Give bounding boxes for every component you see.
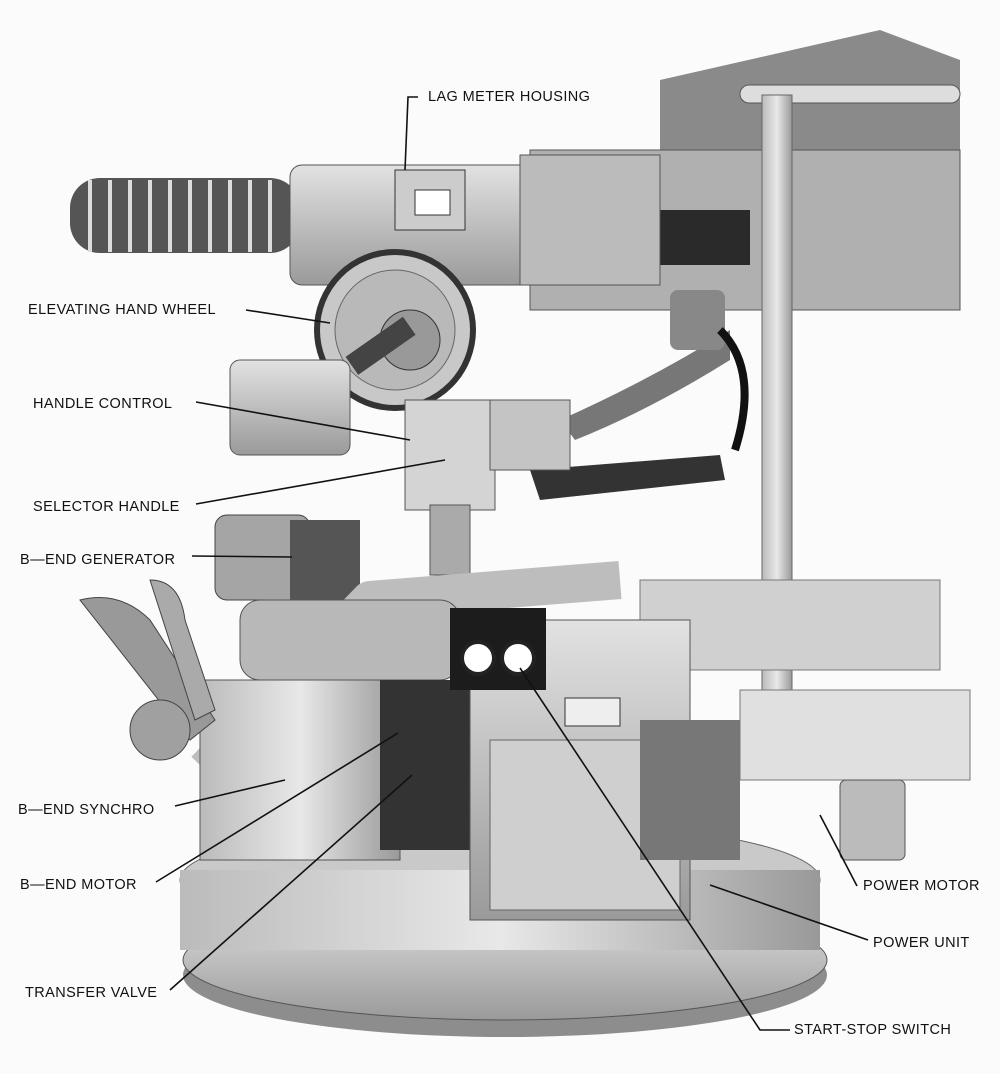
- label-selector-handle: SELECTOR HANDLE: [33, 499, 180, 515]
- label-transfer-valve: TRANSFER VALVE: [25, 985, 158, 1001]
- label-power-motor: POWER MOTOR: [863, 878, 980, 894]
- label-b-end-synchro: B—END SYNCHRO: [18, 802, 155, 818]
- leader-lines: [155, 96, 869, 1031]
- label-lag-meter-housing: LAG METER HOUSING: [428, 89, 591, 105]
- label-b-end-motor: B—END MOTOR: [20, 877, 137, 893]
- recoil-spring: [70, 178, 300, 253]
- gun-body: [289, 154, 661, 286]
- label-b-end-generator: B—END GENERATOR: [20, 552, 176, 568]
- foot-pedals: [79, 579, 216, 761]
- label-handle-control: HANDLE CONTROL: [33, 396, 173, 412]
- label-start-stop-switch: START-STOP SWITCH: [794, 1022, 952, 1038]
- elevating-hand-wheel-drawing: [314, 249, 476, 411]
- label-elevating-hand-wheel: ELEVATING HAND WHEEL: [28, 302, 216, 318]
- label-power-unit: POWER UNIT: [873, 935, 970, 951]
